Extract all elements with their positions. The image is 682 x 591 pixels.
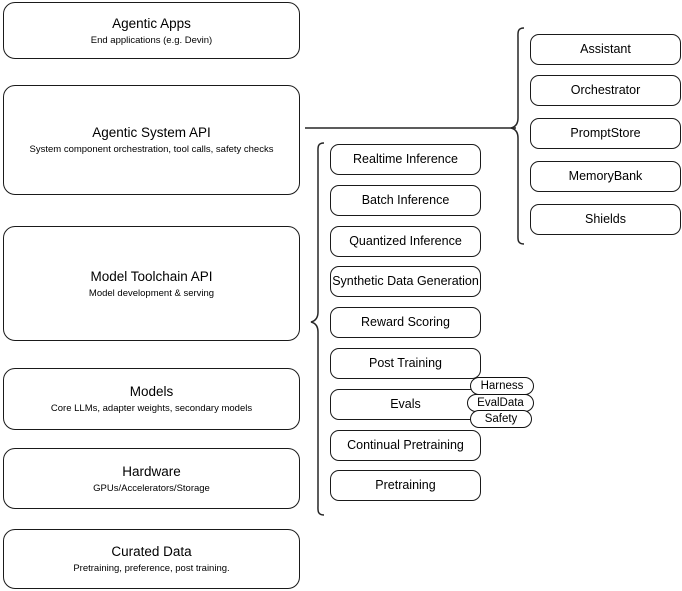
system-label: MemoryBank bbox=[568, 169, 643, 183]
badge-label: EvalData bbox=[477, 396, 524, 409]
badge-harness[interactable]: Harness bbox=[470, 377, 534, 395]
badge-label: Harness bbox=[480, 379, 524, 392]
layer-box-hardware[interactable]: Hardware GPUs/Accelerators/Storage bbox=[3, 448, 300, 509]
system-box-orchestrator[interactable]: Orchestrator bbox=[530, 75, 681, 106]
system-box-shields[interactable]: Shields bbox=[530, 204, 681, 235]
toolchain-box-evals[interactable]: Evals bbox=[330, 389, 481, 420]
system-label: Assistant bbox=[580, 42, 631, 56]
system-box-promptstore[interactable]: PromptStore bbox=[530, 118, 681, 149]
layer-subtitle: Model development & serving bbox=[88, 287, 215, 299]
layer-title: Hardware bbox=[122, 463, 181, 479]
toolchain-label: Quantized Inference bbox=[349, 234, 462, 248]
layer-title: Curated Data bbox=[111, 544, 192, 559]
toolchain-box-reward-scoring[interactable]: Reward Scoring bbox=[330, 307, 481, 338]
toolchain-box-quantized-inference[interactable]: Quantized Inference bbox=[330, 226, 481, 257]
layer-title: Model Toolchain API bbox=[90, 268, 213, 284]
layer-subtitle: GPUs/Accelerators/Storage bbox=[93, 482, 210, 494]
toolchain-label: Synthetic Data Generation bbox=[332, 274, 479, 288]
toolchain-box-pretraining[interactable]: Pretraining bbox=[330, 470, 481, 501]
layer-box-agentic-apps[interactable]: Agentic Apps End applications (e.g. Devi… bbox=[3, 2, 300, 59]
layer-box-models[interactable]: Models Core LLMs, adapter weights, secon… bbox=[3, 368, 300, 430]
layer-title: Agentic System API bbox=[92, 125, 211, 140]
badge-label: Safety bbox=[484, 412, 518, 425]
brace-system-components bbox=[510, 27, 525, 245]
system-box-memorybank[interactable]: MemoryBank bbox=[530, 161, 681, 192]
system-label: Shields bbox=[585, 212, 626, 226]
layer-subtitle: End applications (e.g. Devin) bbox=[90, 34, 213, 46]
toolchain-label: Realtime Inference bbox=[353, 152, 458, 166]
layer-box-model-toolchain-api[interactable]: Model Toolchain API Model development & … bbox=[3, 226, 300, 341]
layer-subtitle: Pretraining, preference, post training. bbox=[73, 563, 230, 574]
toolchain-box-continual-pretraining[interactable]: Continual Pretraining bbox=[330, 430, 481, 461]
layer-title: Models bbox=[129, 384, 174, 399]
brace-toolchain-components bbox=[310, 142, 325, 516]
layer-box-agentic-system-api[interactable]: Agentic System API System component orch… bbox=[3, 85, 300, 195]
system-label: PromptStore bbox=[570, 126, 641, 140]
badge-safety[interactable]: Safety bbox=[470, 410, 532, 428]
toolchain-box-batch-inference[interactable]: Batch Inference bbox=[330, 185, 481, 216]
toolchain-label: Reward Scoring bbox=[361, 315, 450, 329]
toolchain-label: Pretraining bbox=[375, 478, 436, 492]
layer-subtitle: Core LLMs, adapter weights, secondary mo… bbox=[50, 403, 253, 414]
layer-subtitle: System component orchestration, tool cal… bbox=[29, 144, 274, 155]
layer-box-curated-data[interactable]: Curated Data Pretraining, preference, po… bbox=[3, 529, 300, 589]
toolchain-label: Continual Pretraining bbox=[347, 438, 464, 452]
toolchain-label: Batch Inference bbox=[361, 193, 450, 207]
toolchain-label: Evals bbox=[390, 397, 421, 411]
system-label: Orchestrator bbox=[570, 83, 641, 97]
toolchain-box-realtime-inference[interactable]: Realtime Inference bbox=[330, 144, 481, 175]
toolchain-label: Post Training bbox=[369, 356, 442, 370]
toolchain-box-post-training[interactable]: Post Training bbox=[330, 348, 481, 379]
toolchain-box-synthetic-data-generation[interactable]: Synthetic Data Generation bbox=[330, 266, 481, 297]
layer-title: Agentic Apps bbox=[112, 15, 191, 31]
system-box-assistant[interactable]: Assistant bbox=[530, 34, 681, 65]
